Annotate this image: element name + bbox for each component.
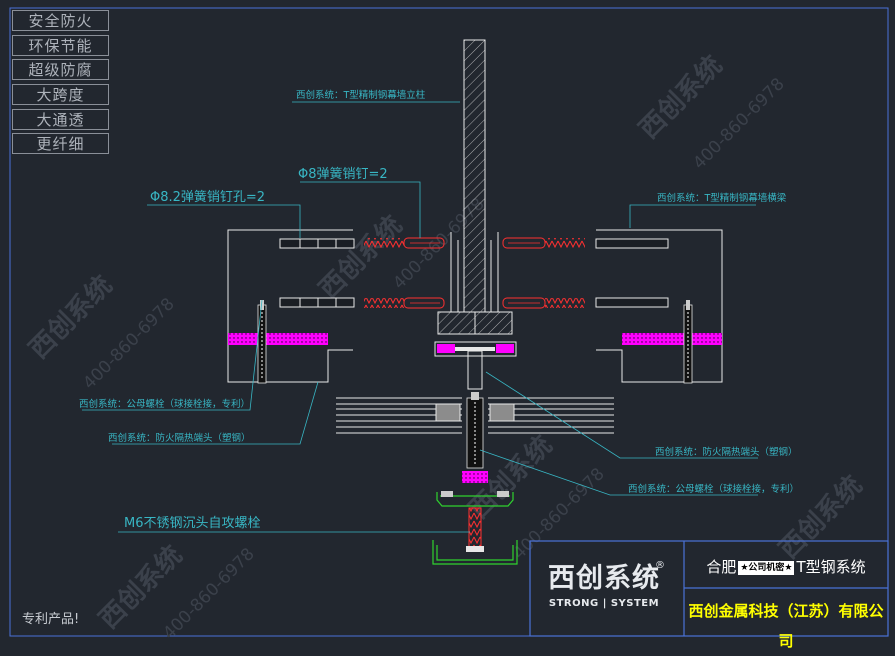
glass-left	[336, 397, 462, 434]
label-fire-right: 西创系统：防火隔热端头（塑钢）	[655, 446, 798, 458]
leader-lines	[82, 101, 758, 533]
label-t-column: 西创系统：T型精制钢幕墙立柱	[296, 89, 426, 101]
spring-pin-bottom-left	[364, 297, 445, 309]
left-beam	[227, 229, 355, 383]
t-column	[437, 39, 513, 335]
logo-english: STRONG | SYSTEM	[548, 598, 660, 609]
spring-pin-top-left	[364, 237, 445, 249]
label-bolt-right: 西创系统：公母螺栓（球接栓接，专利）	[628, 483, 799, 495]
pressure-plate	[436, 491, 514, 507]
label-t-beam: 西创系统：T型精制钢幕墙横梁	[657, 192, 787, 204]
m6-screw	[466, 507, 484, 552]
left-bolt	[257, 300, 267, 384]
t-connector	[434, 341, 517, 390]
cover-cap	[432, 540, 518, 565]
logo-registered-mark: ®	[655, 560, 665, 571]
feature-large-span: 大跨度	[12, 84, 109, 105]
watermark-phone-group: 400-860-6978 400-860-6978 400-860-6978 4…	[79, 74, 788, 643]
column-channel	[450, 232, 499, 312]
watermark-brand-1: 西创系统	[23, 269, 118, 364]
company-name: 西创金属科技（江苏）有限公司	[688, 602, 884, 650]
feature-energy-saving: 环保节能	[12, 35, 109, 56]
right-bolt	[683, 300, 693, 384]
logo-text: 西创系统	[548, 563, 660, 594]
title-block-frame	[529, 540, 889, 637]
right-gasket	[622, 333, 722, 345]
feature-anti-corrosion: 超级防腐	[12, 59, 109, 80]
center-bolt	[462, 392, 488, 483]
feature-transparent: 大通透	[12, 109, 109, 130]
glass-right	[488, 397, 614, 434]
left-gasket	[228, 333, 328, 345]
right-beam	[595, 229, 723, 383]
confidential-badge: ★公司机密★	[738, 561, 795, 575]
patent-note: 专利产品!	[22, 612, 80, 627]
watermark-brand-2: 西创系统	[313, 209, 408, 304]
label-fire-left: 西创系统：防火隔热端头（塑钢）	[108, 432, 251, 444]
drawing-title: 合肥★公司机密★T型钢系统	[686, 552, 886, 582]
drawing-frame	[9, 7, 889, 637]
label-pin: Φ8弹簧销钉=2	[298, 166, 388, 182]
title-city: 合肥	[706, 558, 737, 576]
title-system: T型钢系统	[796, 558, 866, 576]
label-bolt-left: 西创系统：公母螺栓（球接栓接，专利）	[79, 398, 250, 410]
watermark-brand-3: 西创系统	[633, 49, 728, 144]
spring-pin-bottom-right	[502, 297, 585, 309]
feature-fire-safety: 安全防火	[12, 10, 109, 31]
spring-pin-top-right	[502, 237, 585, 249]
label-hole: Φ8.2弹簧销钉孔=2	[150, 189, 265, 205]
label-m6: M6不锈钢沉头自攻螺栓	[124, 516, 261, 531]
feature-slender: 更纤细	[12, 133, 109, 154]
